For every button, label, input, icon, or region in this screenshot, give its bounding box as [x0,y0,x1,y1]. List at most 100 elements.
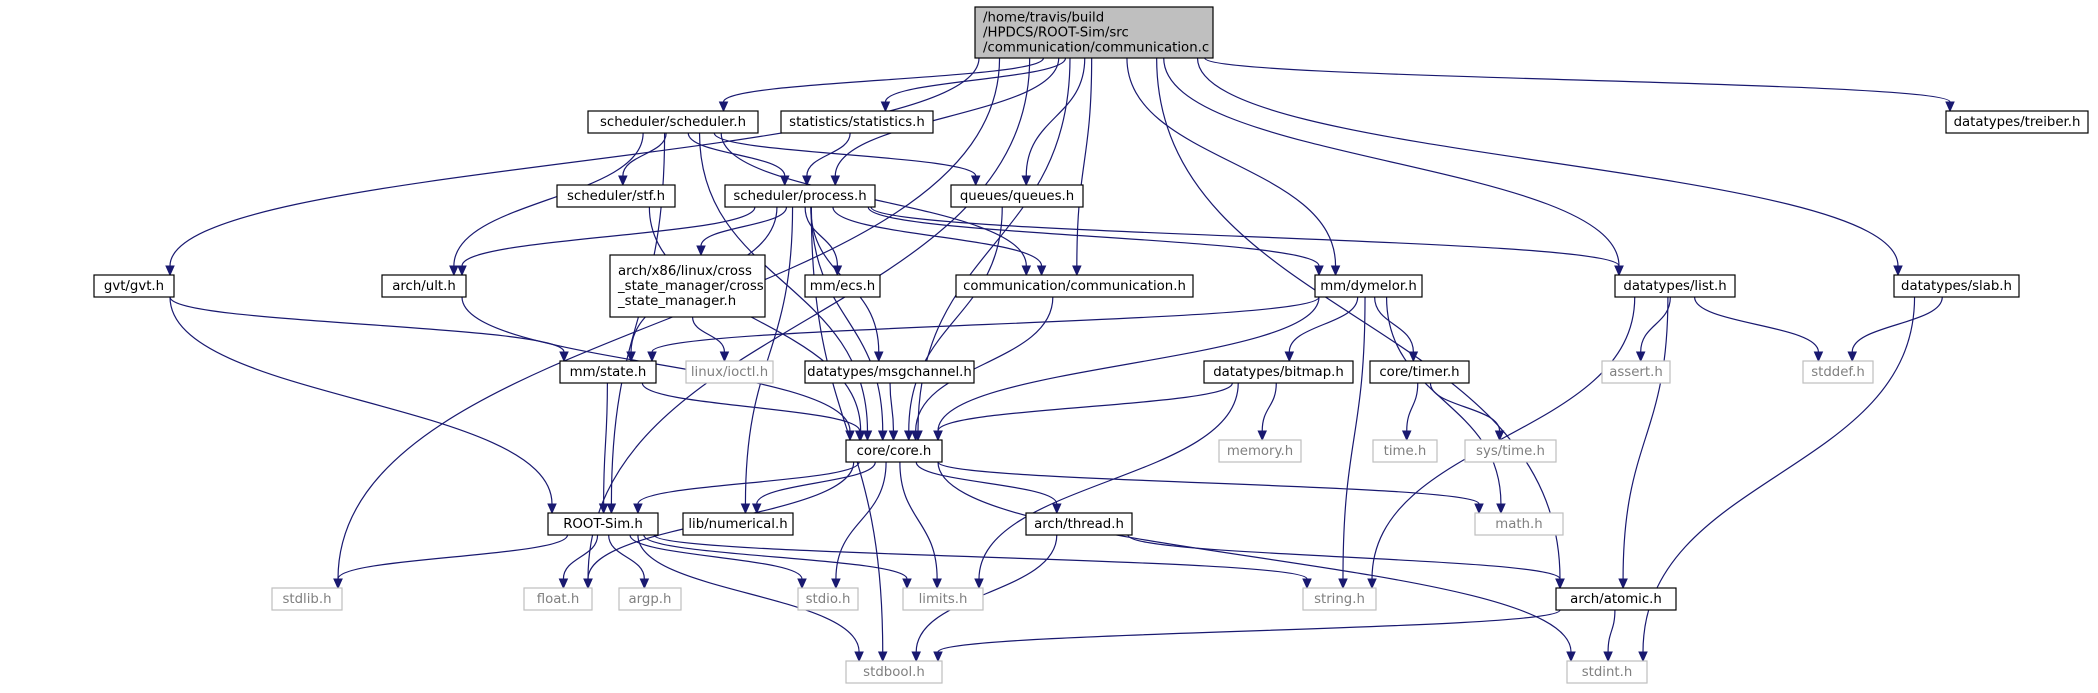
node-label: arch/ult.h [392,279,456,294]
node-list-h[interactable]: datatypes/list.h [1614,274,1736,298]
edge-dymelor-h-to-core-h [937,296,1320,432]
edge-arrowhead [639,578,650,590]
edge-dymelor-h-to-string-h [1342,296,1366,580]
node-comm-h[interactable]: communication/communication.h [955,274,1194,298]
node-statistics-h[interactable]: statistics/statistics.h [780,110,934,134]
node-time-h[interactable]: time.h [1372,439,1438,463]
node-label: sys/time.h [1476,444,1545,459]
edge-arrowhead [618,175,628,187]
node-stddef-h[interactable]: stddef.h [1802,360,1874,384]
edge-arrowhead [718,101,729,113]
node-box [93,274,175,298]
edge-arrowhead [333,578,343,590]
node-label: arch/x86/linux/cross [618,264,752,279]
edge-core-h-to-math-h [937,461,1480,505]
edge-arrowhead [832,265,843,277]
edge-arrowhead [1945,101,1955,113]
node-label: /communication/communication.c [983,41,1209,56]
edge-arrowhead [457,265,467,277]
node-ult-h[interactable]: arch/ult.h [381,274,467,298]
edge-arrowhead [911,651,921,663]
node-atomic-h[interactable]: arch/atomic.h [1555,587,1677,611]
node-float-h[interactable]: float.h [523,587,593,611]
edge-arrowhead [1474,503,1484,515]
node-argp-h[interactable]: argp.h [618,587,682,611]
edge-list-h-to-stddef-h [1693,296,1820,353]
node-box [797,587,859,611]
node-ecs-h[interactable]: mm/ecs.h [804,274,881,298]
edge-arrowhead [854,430,865,442]
node-label: datatypes/bitmap.h [1213,365,1344,380]
edge-arrowhead [449,265,459,277]
node-label: core/core.h [857,444,932,459]
node-box [845,439,943,463]
node-label: core/timer.h [1379,365,1459,380]
node-state-h[interactable]: mm/state.h [559,360,657,384]
edge-timer-h-to-time-h [1406,382,1419,432]
edge-core-h-to-stdint-h [937,461,1572,653]
node-label: /HPDCS/ROOT-Sim/src [983,26,1129,41]
edge-arrowhead [1893,265,1903,277]
node-ioctl-h[interactable]: linux/ioctl.h [685,360,774,384]
node-thread-h[interactable]: arch/thread.h [1025,512,1133,536]
edge-comm-h-to-core-h [915,296,1054,432]
node-timer-h[interactable]: core/timer.h [1369,360,1470,384]
edge-statistics-h-to-process-h [806,132,851,177]
node-label: stddef.h [1811,365,1865,380]
edge-rootsim-h-to-stdlib-h [337,534,569,580]
node-label: arch/atomic.h [1570,592,1662,607]
node-stf-h[interactable]: scheduler/stf.h [556,184,676,208]
node-gvt-h[interactable]: gvt/gvt.h [93,274,175,298]
edge-arrowhead [1635,351,1646,363]
node-rootsim-h[interactable]: ROOT-Sim.h [547,512,659,536]
node-stdbool-h[interactable]: stdbool.h [845,660,943,684]
node-box [1474,512,1564,536]
edge-root-to-treiber-h [1204,57,1951,103]
node-core-h[interactable]: core/core.h [845,439,943,463]
node-systime-h[interactable]: sys/time.h [1464,439,1557,463]
edge-rootsim-h-to-limits-h [643,534,908,580]
edge-state-h-to-core-h [641,382,861,432]
node-treiber-h[interactable]: datatypes/treiber.h [1945,110,2089,134]
edge-arrowhead [1618,578,1628,590]
node-bitmap-h[interactable]: datatypes/bitmap.h [1203,360,1354,384]
node-numerical-h[interactable]: lib/numerical.h [682,512,794,536]
node-root[interactable]: /home/travis/build/HPDCS/ROOT-Sim/src/co… [974,6,1214,59]
node-box [845,660,943,684]
node-dymelor-h[interactable]: mm/dymelor.h [1314,274,1423,298]
edge-root-to-slab-h [1196,57,1899,267]
node-cross-state-h[interactable]: arch/x86/linux/cross_state_manager/cross… [609,254,766,318]
node-stdio-h[interactable]: stdio.h [797,587,859,611]
node-box [271,587,343,611]
edge-arrowhead [1847,351,1857,363]
node-box [1203,360,1354,384]
node-process-h[interactable]: scheduler/process.h [724,184,876,208]
edge-arrowhead [1021,175,1032,187]
edge-root-to-process-h [834,57,1060,177]
node-stdint-h[interactable]: stdint.h [1566,660,1648,684]
node-memory-h[interactable]: memory.h [1218,439,1302,463]
node-label: scheduler/process.h [733,189,866,204]
node-slab-h[interactable]: datatypes/slab.h [1893,274,2020,298]
node-label: _state_manager.h [617,294,736,309]
node-box [1893,274,2020,298]
node-limits-h[interactable]: limits.h [902,587,984,611]
edge-core-h-to-limits-h [899,461,938,580]
node-stdlib-h[interactable]: stdlib.h [271,587,343,611]
node-scheduler-h[interactable]: scheduler/scheduler.h [587,110,759,134]
edge-arrowhead [1401,430,1412,442]
node-math-h[interactable]: math.h [1474,512,1564,536]
edge-arrowhead [802,175,812,187]
edge-root-to-stdlib-h [337,57,1001,580]
node-string-h[interactable]: string.h [1302,587,1377,611]
edge-rootsim-h-to-float-h [562,534,599,580]
node-msgchannel-h[interactable]: datatypes/msgchannel.h [804,360,975,384]
edge-rootsim-h-to-string-h [653,534,1308,580]
edge-arrowhead [1494,430,1505,442]
node-assert-h[interactable]: assert.h [1601,360,1671,384]
edge-list-h-to-string-h [1371,296,1636,580]
node-queues-h[interactable]: queues/queues.h [950,184,1084,208]
edge-gvt-h-to-state-h [169,296,565,353]
edge-arrowhead [633,503,643,515]
node-label: stdlib.h [282,592,331,607]
